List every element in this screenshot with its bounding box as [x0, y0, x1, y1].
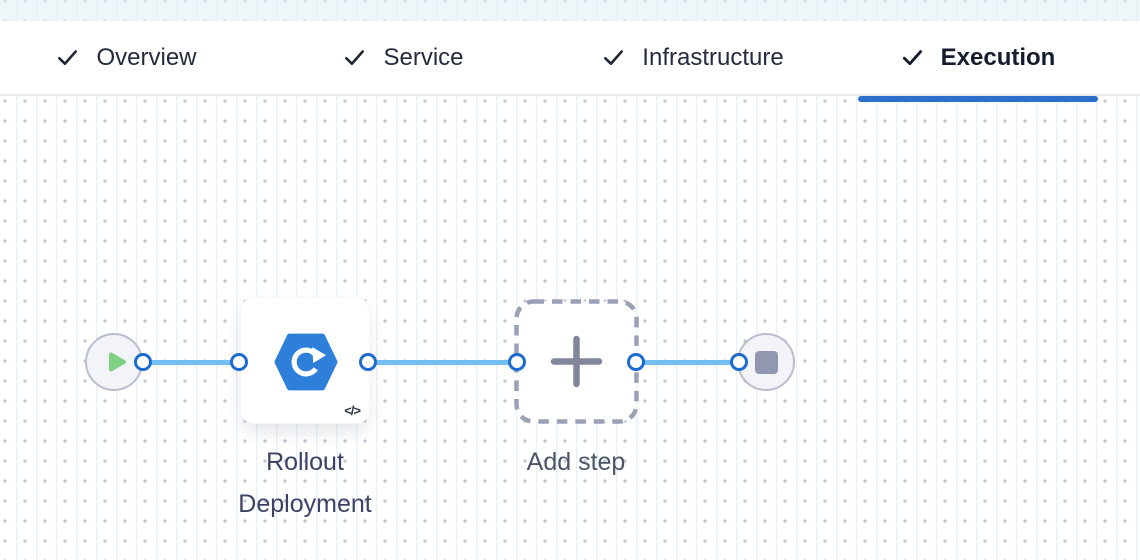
stop-icon — [754, 350, 778, 374]
tab-label: Infrastructure — [642, 43, 784, 71]
check-icon — [604, 50, 624, 66]
tab-infrastructure[interactable]: Infrastructure — [550, 21, 836, 94]
tab-service[interactable]: Service — [297, 21, 510, 94]
tab-label: Execution — [940, 43, 1056, 71]
port-addstep-in[interactable] — [507, 352, 526, 371]
port-end-in[interactable] — [729, 352, 748, 371]
canvas-top-strip — [0, 0, 1140, 21]
pipeline-start-node — [85, 333, 143, 391]
edge-rollout-to-addstep — [368, 359, 517, 365]
port-rollout-in[interactable] — [229, 352, 248, 371]
rollout-deployment-hexagon-icon — [274, 333, 338, 391]
tab-execution[interactable]: Execution — [858, 21, 1098, 102]
port-rollout-out[interactable] — [358, 352, 377, 371]
plus-icon — [550, 335, 603, 388]
edge-addstep-to-end — [636, 359, 739, 365]
step-label-rollout-deployment: Rollout Deployment — [238, 448, 372, 518]
play-icon — [109, 352, 126, 372]
add-step-node[interactable] — [514, 299, 639, 424]
code-icon[interactable]: </> — [344, 403, 361, 418]
add-step-dashed-box — [514, 299, 639, 424]
check-icon — [345, 50, 365, 66]
port-addstep-out[interactable] — [626, 352, 645, 371]
add-step-label: Add step — [526, 448, 626, 476]
pipeline-end-node — [737, 333, 795, 391]
tab-overview[interactable]: Overview — [8, 21, 245, 94]
check-icon — [902, 50, 922, 66]
stage-setup-tabbar: Overview Service Infrastructure Executio… — [0, 21, 1140, 102]
step-node-rollout-deployment[interactable]: </> — [240, 297, 370, 424]
tab-label: Overview — [96, 43, 197, 71]
edge-start-to-rollout — [143, 359, 239, 365]
active-tab-indicator — [858, 96, 1098, 102]
check-icon — [58, 50, 78, 66]
tab-label: Service — [383, 43, 464, 71]
port-start-out[interactable] — [133, 352, 152, 371]
